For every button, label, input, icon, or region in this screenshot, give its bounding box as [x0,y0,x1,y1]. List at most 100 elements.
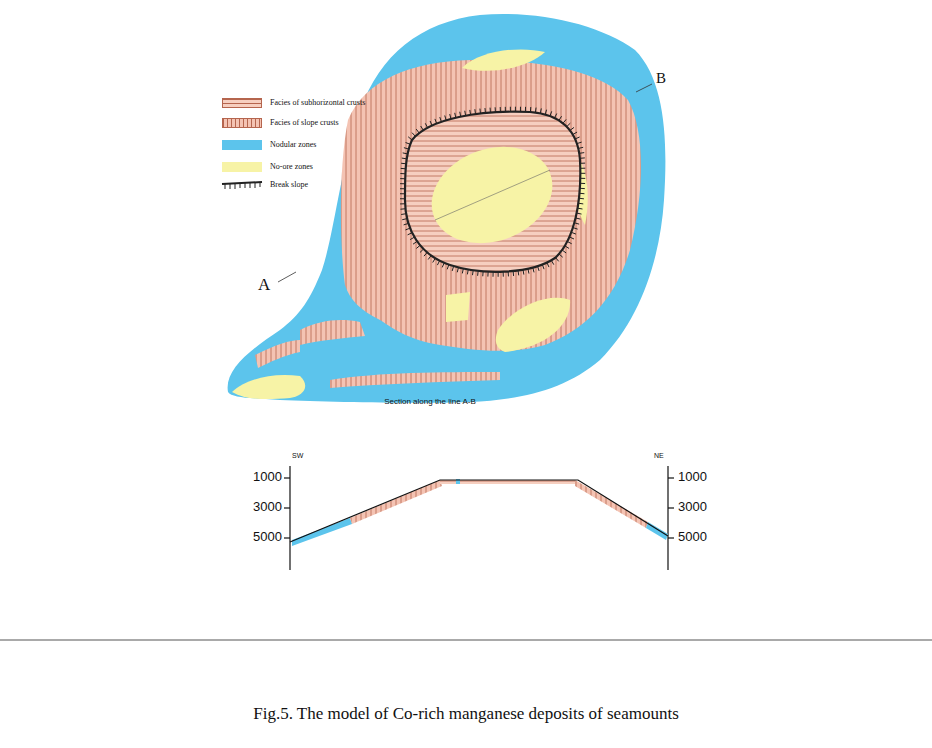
break-slope-tick [555,114,557,118]
break-slope-tick [580,168,585,169]
break-slope-tick [404,148,409,149]
depth-label: 1000 [253,470,282,484]
break-slope-tick [556,258,559,262]
break-slope-tick [469,110,471,115]
direction-label: SW [292,452,303,460]
break-slope-tick [577,142,582,144]
break-slope-tick [459,112,461,117]
break-slope-tick [410,237,414,240]
depth-label: 5000 [253,530,282,544]
break-slope-tick [578,147,583,148]
break-slope-tick [574,223,579,224]
legend-text: Facies of slope crusts [270,118,339,128]
break-slope-tick [400,208,405,209]
break-slope-tick [400,173,405,174]
break-slope-tick [400,198,405,199]
break-slope-tick [515,107,516,112]
legend-pattern [222,118,262,128]
legend-text: Facies of subhorizontal crusts [270,98,365,108]
break-slope-tick [580,157,585,158]
break-slope-tick [498,272,499,277]
legend-text: Break slope [270,180,308,190]
break-slope-tick [402,219,407,220]
break-slope-tick [490,108,491,113]
break-slope-tick [455,113,456,118]
break-slope-tick [573,132,577,135]
break-slope-tick [435,119,437,124]
break-slope-tick [579,198,584,200]
break-slope-tick [565,246,569,249]
break-slope-tick [563,119,566,123]
break-slope-tick [416,245,420,248]
break-slope-tick [406,143,411,145]
break-slope-tick [477,271,479,276]
break-slope-tick [525,107,526,112]
break-slope-tick [573,228,578,230]
break-slope-tick [421,126,424,130]
break-slope-tick [547,263,549,268]
legend-swatch [222,140,262,150]
break-slope-tick [400,183,405,184]
break-slope-tick [533,268,534,273]
break-slope-tick [530,107,531,112]
break-slope-tick [562,250,566,253]
break-slope-tick [578,203,583,205]
break-slope-tick [487,272,488,277]
break-slope-tick [567,241,571,243]
break-slope-tick [403,153,408,154]
break-slope-tick [570,127,574,130]
break-slope-tick [559,254,563,257]
break-slope-tick [500,107,501,112]
break-slope-tick [447,265,449,270]
break-slope-tick [408,137,412,140]
legend-pattern [222,98,262,108]
break-slope-tick [579,193,584,194]
break-slope-tick [508,271,509,276]
break-slope-tick [575,137,580,139]
figure-caption: Fig.5. The model of Co-rich manganese de… [253,704,679,724]
break-slope-tick [484,108,485,113]
break-slope-tick [425,123,427,127]
break-slope-tick [413,241,417,244]
break-slope-tick [474,109,476,114]
break-slope-tick [442,263,444,268]
break-slope-tick [559,116,562,120]
break-slope-tick [540,108,541,113]
break-slope-tick [440,117,442,122]
break-slope-tick [472,270,474,275]
break-slope-tick [430,121,432,126]
break-slope-tick [503,272,504,277]
break-slope-tick [495,107,496,112]
break-slope-tick [412,133,415,137]
break-slope-tick [433,258,436,262]
break-slope-tick [580,163,585,164]
break-slope-tick [416,129,419,133]
break-slope-tick [450,114,451,119]
break-slope-tick [580,188,585,189]
break-slope-tick [551,260,553,264]
break-slope-tick [402,158,407,160]
break-slope-tick [569,237,574,239]
legend-text: No-ore zones [270,162,313,172]
break-slope-tick [401,168,406,169]
break-slope-tick [535,108,537,113]
break-slope-tick [464,111,466,116]
break-slope-tick [542,264,544,269]
break-slope-tick [579,152,584,154]
break-slope-tick [457,267,458,272]
break-slope-tick [493,272,494,277]
break-slope-tick [400,193,405,194]
break-slope-tick [420,249,424,252]
break-slope-tick [424,252,427,256]
break-slope-tick [404,223,409,224]
break-slope-tick [505,107,506,112]
break-slope-tick [401,163,406,165]
break-slope-tick [580,183,585,184]
break-slope-tick [538,266,539,271]
break-slope-tick [550,111,552,116]
break-slope-tick [580,173,585,174]
break-slope-tick [405,228,410,230]
break-slope-tick [400,178,405,179]
depth-label: 3000 [678,500,707,514]
